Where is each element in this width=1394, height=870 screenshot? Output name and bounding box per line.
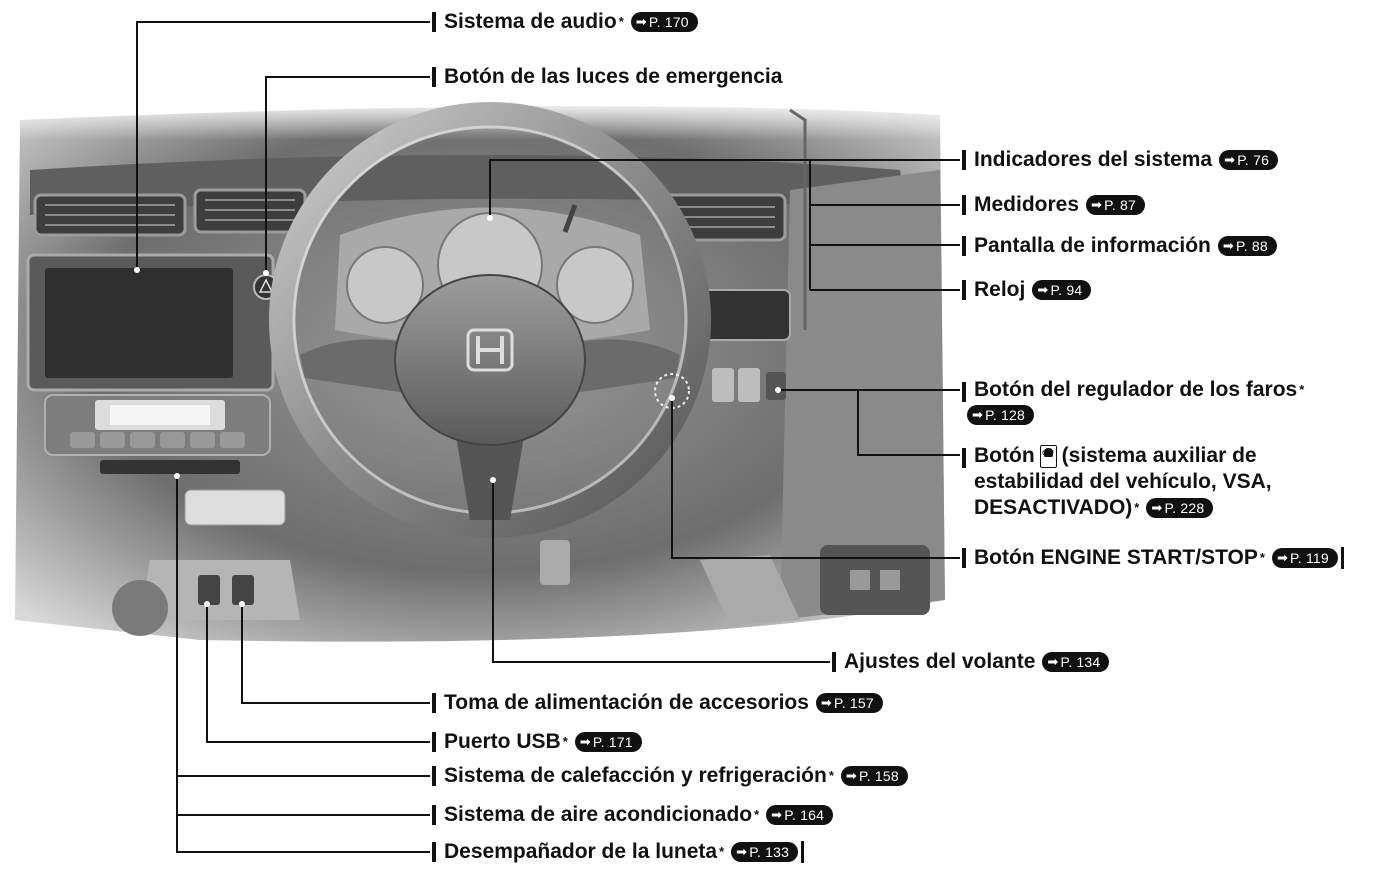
arrow-right-icon: ➡: [1037, 282, 1049, 297]
end-marker: [1340, 547, 1344, 569]
page-ref-link[interactable]: ➡P. 133: [731, 842, 799, 862]
callout-label: Botón del regulador de los faros: [974, 378, 1298, 401]
page-ref-link[interactable]: ➡P. 158: [840, 766, 908, 786]
callout-bar: [962, 447, 966, 468]
arrow-right-icon: ➡: [1091, 197, 1103, 212]
steering-wheel: [269, 102, 711, 538]
arrow-right-icon: ➡: [1222, 238, 1234, 253]
arrow-right-icon: ➡: [845, 768, 857, 783]
arrow-right-icon: ➡: [1224, 152, 1236, 167]
page-ref-link[interactable]: ➡P. 88: [1217, 236, 1277, 256]
callout-label-line2: estabilidad del vehículo, VSA,: [974, 470, 1272, 493]
dashboard-photo: [0, 100, 960, 642]
callout-bar: [832, 652, 836, 672]
callout-bar: [962, 150, 966, 170]
page-ref-link[interactable]: ➡P. 119: [1271, 548, 1338, 568]
page-ref-link[interactable]: ➡P. 164: [766, 805, 834, 825]
callout-system-indicators: Indicadores del sistema ➡P. 76: [962, 147, 1279, 173]
vsa-off-icon: [1039, 441, 1057, 468]
callout-label: Botón de las luces de emergencia: [444, 65, 783, 88]
callout-headlight-leveler: Botón del regulador de los faros* ➡P. 12…: [962, 377, 1304, 425]
callout-air-conditioning: Sistema de aire acondicionado* ➡P. 164: [432, 802, 834, 828]
callout-hazard-button: Botón de las luces de emergencia: [432, 64, 782, 90]
leader-lines: [136, 21, 960, 853]
arrow-right-icon: ➡: [1047, 654, 1059, 669]
arrow-right-icon: ➡: [736, 844, 748, 859]
arrow-right-icon: ➡: [771, 807, 783, 822]
page-ref-link[interactable]: ➡P. 157: [815, 693, 883, 713]
callout-usb-port: Puerto USB* ➡P. 171: [432, 729, 642, 755]
callout-audio-system: Sistema de audio* ➡P. 170: [432, 9, 698, 35]
callout-label: Sistema de aire acondicionado: [444, 803, 753, 826]
callout-gauges: Medidores ➡P. 87: [962, 192, 1146, 218]
page-ref-link[interactable]: ➡P. 170: [630, 12, 698, 32]
arrow-right-icon: ➡: [635, 14, 647, 29]
callout-vsa-button: Botón (sistema auxiliar de estabilidad d…: [962, 441, 1272, 521]
callout-rear-defroster: Desempañador de la luneta* ➡P. 133: [432, 839, 805, 865]
callout-bar: [432, 12, 436, 32]
callout-bar: [962, 236, 966, 256]
callout-label: Sistema de audio: [444, 10, 617, 33]
page-ref-link[interactable]: ➡P. 171: [574, 732, 642, 752]
callout-label: Sistema de calefacción y refrigeración: [444, 764, 827, 787]
callout-label-line3: DESACTIVADO): [974, 496, 1133, 519]
callout-label: Botón ENGINE START/STOP: [974, 546, 1258, 569]
page-ref-link[interactable]: ➡P. 134: [1042, 652, 1110, 672]
callout-label: Indicadores del sistema: [974, 148, 1213, 171]
callout-bar: [432, 693, 436, 713]
callout-bar: [962, 381, 966, 402]
callout-clock: Reloj ➡P. 94: [962, 277, 1092, 303]
callout-steering-adjust: Ajustes del volante ➡P. 134: [832, 649, 1110, 675]
callout-label: Ajustes del volante: [844, 650, 1036, 673]
callout-bar: [432, 732, 436, 752]
leader-dots: [134, 215, 781, 607]
callout-heating-cooling: Sistema de calefacción y refrigeración* …: [432, 763, 908, 789]
callout-label: Botón: [974, 444, 1035, 467]
arrow-right-icon: ➡: [1151, 500, 1163, 515]
callout-label: Toma de alimentación de accesorios: [444, 691, 809, 714]
page-ref-link[interactable]: ➡P. 128: [967, 405, 1034, 425]
callout-label: Pantalla de información: [974, 234, 1211, 257]
callout-bar: [962, 548, 966, 568]
callout-label: Desempañador de la luneta: [444, 840, 718, 863]
page-ref-link[interactable]: ➡P. 228: [1146, 498, 1214, 518]
callout-accessory-socket: Toma de alimentación de accesorios ➡P. 1…: [432, 690, 883, 716]
arrow-right-icon: ➡: [1276, 550, 1289, 565]
callout-label: Reloj: [974, 278, 1026, 301]
callout-bar: [432, 766, 436, 786]
callout-bar: [432, 842, 436, 862]
callout-label: Puerto USB: [444, 730, 561, 753]
page-ref-link[interactable]: ➡P. 87: [1086, 195, 1146, 215]
arrow-right-icon: ➡: [820, 695, 832, 710]
end-marker: [801, 841, 805, 863]
callout-engine-start-stop: Botón ENGINE START/STOP* ➡P. 119: [962, 545, 1344, 571]
callout-bar: [962, 280, 966, 300]
page-ref-link[interactable]: ➡P. 76: [1219, 150, 1279, 170]
callout-label-cont: (sistema auxiliar de: [1061, 444, 1257, 467]
arrow-right-icon: ➡: [579, 734, 591, 749]
arrow-right-icon: ➡: [972, 407, 984, 422]
callout-label: Medidores: [974, 193, 1080, 216]
callout-bar: [432, 805, 436, 825]
callout-bar: [432, 67, 436, 87]
callout-bar: [962, 195, 966, 215]
page-ref-link[interactable]: ➡P. 94: [1032, 280, 1092, 300]
callout-info-display: Pantalla de información ➡P. 88: [962, 233, 1277, 259]
